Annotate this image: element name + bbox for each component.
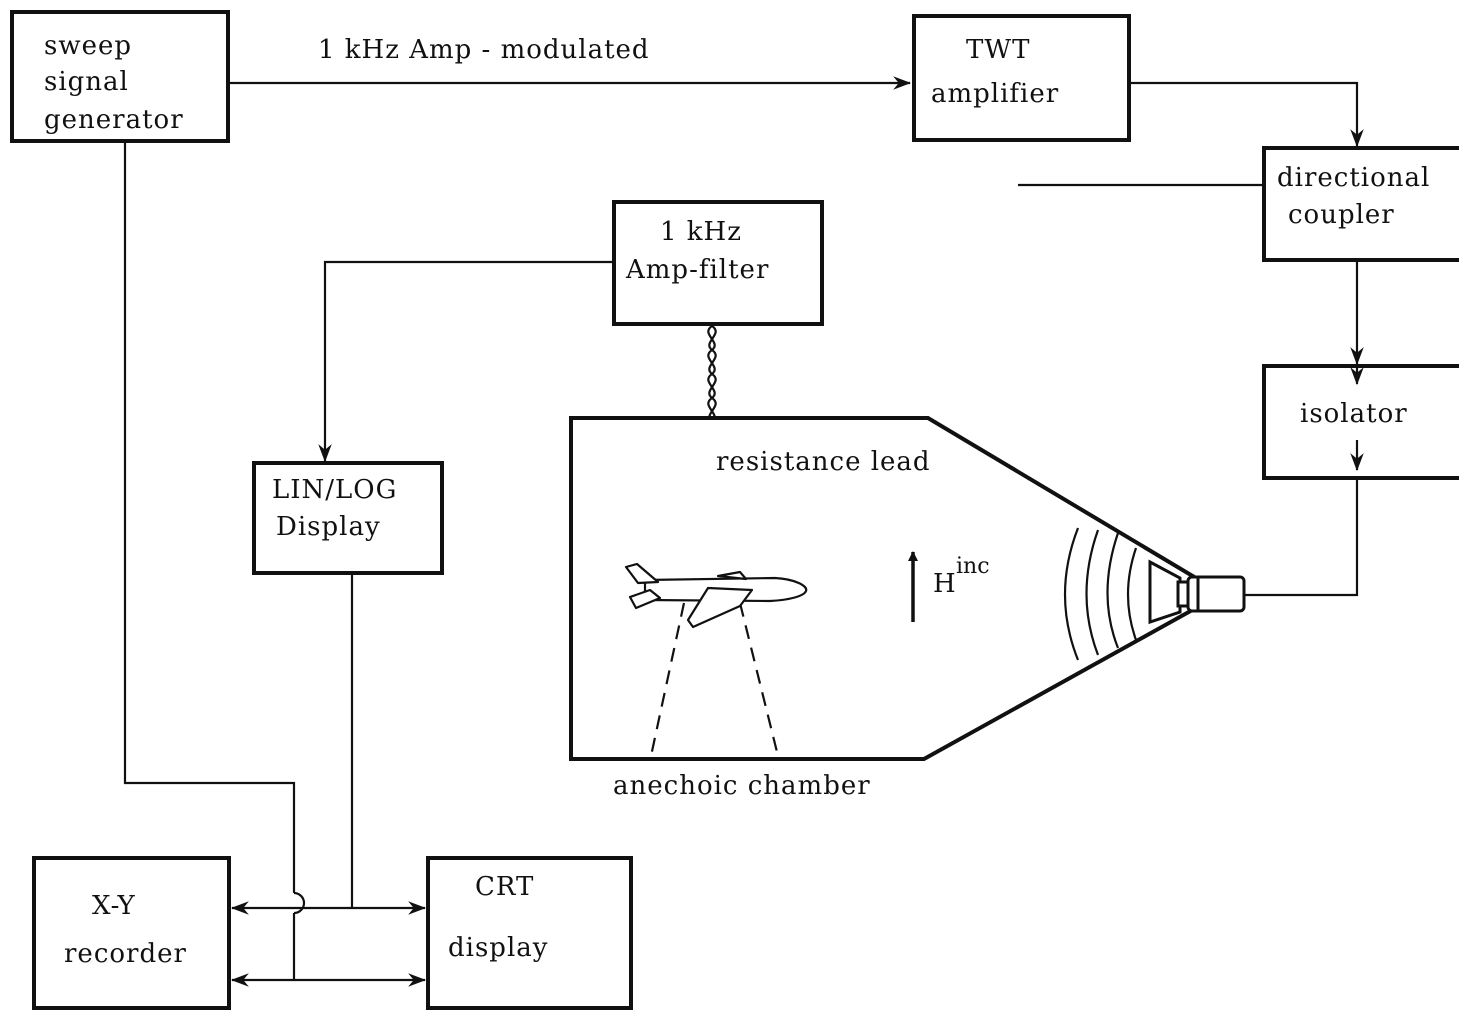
svg-text:Amp-filter: Amp-filter xyxy=(625,255,769,285)
twt-label-1: TWT xyxy=(966,35,1030,65)
resistance-lead-label: resistance lead xyxy=(716,447,931,477)
wire-filter-to-display xyxy=(318,260,614,463)
coupler-label-1: directional xyxy=(1277,163,1430,193)
display-label-2: Display xyxy=(276,512,381,542)
sweep-generator-box xyxy=(10,10,230,143)
wire-twt-to-coupler xyxy=(1130,81,1364,148)
crt-label-1: CRT xyxy=(475,872,534,902)
beam-right-dashed xyxy=(738,602,780,757)
aircraft-model xyxy=(624,562,808,629)
wire-isolator-to-horn xyxy=(1245,478,1359,597)
amp-filter-label-2: Amp-filter xyxy=(625,255,769,285)
svg-text:LIN/LOG: LIN/LOG xyxy=(272,475,397,505)
modulation-label: 1 kHz Amp - modulated xyxy=(318,35,650,65)
sweep-generator-label-3: generator xyxy=(44,105,184,135)
svg-text:anechoic chamber: anechoic chamber xyxy=(613,771,871,801)
h-field-label: H xyxy=(933,569,957,599)
coupler-label-2: coupler xyxy=(1288,200,1395,230)
isolator-label: isolator xyxy=(1300,399,1408,429)
sweep-generator-label-1: sweep xyxy=(44,31,132,61)
beam-left-dashed xyxy=(649,602,686,757)
svg-text:1 kHz: 1 kHz xyxy=(660,217,742,247)
twt-amplifier-box xyxy=(912,14,1131,142)
xy-recorder-label-2: recorder xyxy=(64,939,187,969)
wavefront-arcs xyxy=(1063,527,1138,661)
lin-log-display-box xyxy=(252,461,444,575)
svg-text:1 kHz Amp - modulated: 1 kHz Amp - modulated xyxy=(318,35,650,65)
sweep-generator-label-2: signal xyxy=(44,67,129,97)
svg-text:inc: inc xyxy=(956,554,990,579)
h-field-superscript: inc xyxy=(956,554,990,579)
wire-generator-sweep-bus xyxy=(123,141,296,893)
svg-text:X-Y: X-Y xyxy=(92,891,136,921)
svg-text:CRT: CRT xyxy=(475,872,534,902)
svg-text:TWT: TWT xyxy=(966,35,1030,65)
amp-filter-box xyxy=(612,200,824,326)
directional-coupler-box xyxy=(1262,146,1459,262)
svg-text:resistance lead: resistance lead xyxy=(716,447,931,477)
wire-crossover-hop xyxy=(293,891,306,915)
amp-filter-label-1: 1 kHz xyxy=(660,217,742,247)
svg-text:recorder: recorder xyxy=(64,939,187,969)
svg-text:generator: generator xyxy=(44,105,184,135)
twt-label-2: amplifier xyxy=(931,79,1059,109)
crt-label-2: display xyxy=(448,933,548,963)
svg-text:coupler: coupler xyxy=(1288,200,1395,230)
svg-text:sweep: sweep xyxy=(44,31,132,61)
svg-text:directional: directional xyxy=(1277,163,1430,193)
svg-text:display: display xyxy=(448,933,548,963)
svg-text:isolator: isolator xyxy=(1300,399,1408,429)
horn-antenna xyxy=(1148,559,1246,625)
chamber-label: anechoic chamber xyxy=(613,771,871,801)
svg-text:amplifier: amplifier xyxy=(931,79,1059,109)
display-label-1: LIN/LOG xyxy=(272,475,397,505)
svg-text:Display: Display xyxy=(276,512,381,542)
xy-recorder-box xyxy=(32,856,231,1010)
svg-text:H: H xyxy=(933,569,957,599)
xy-recorder-label-1: X-Y xyxy=(92,891,136,921)
crt-display-box xyxy=(426,856,633,1010)
svg-text:signal: signal xyxy=(44,67,129,97)
